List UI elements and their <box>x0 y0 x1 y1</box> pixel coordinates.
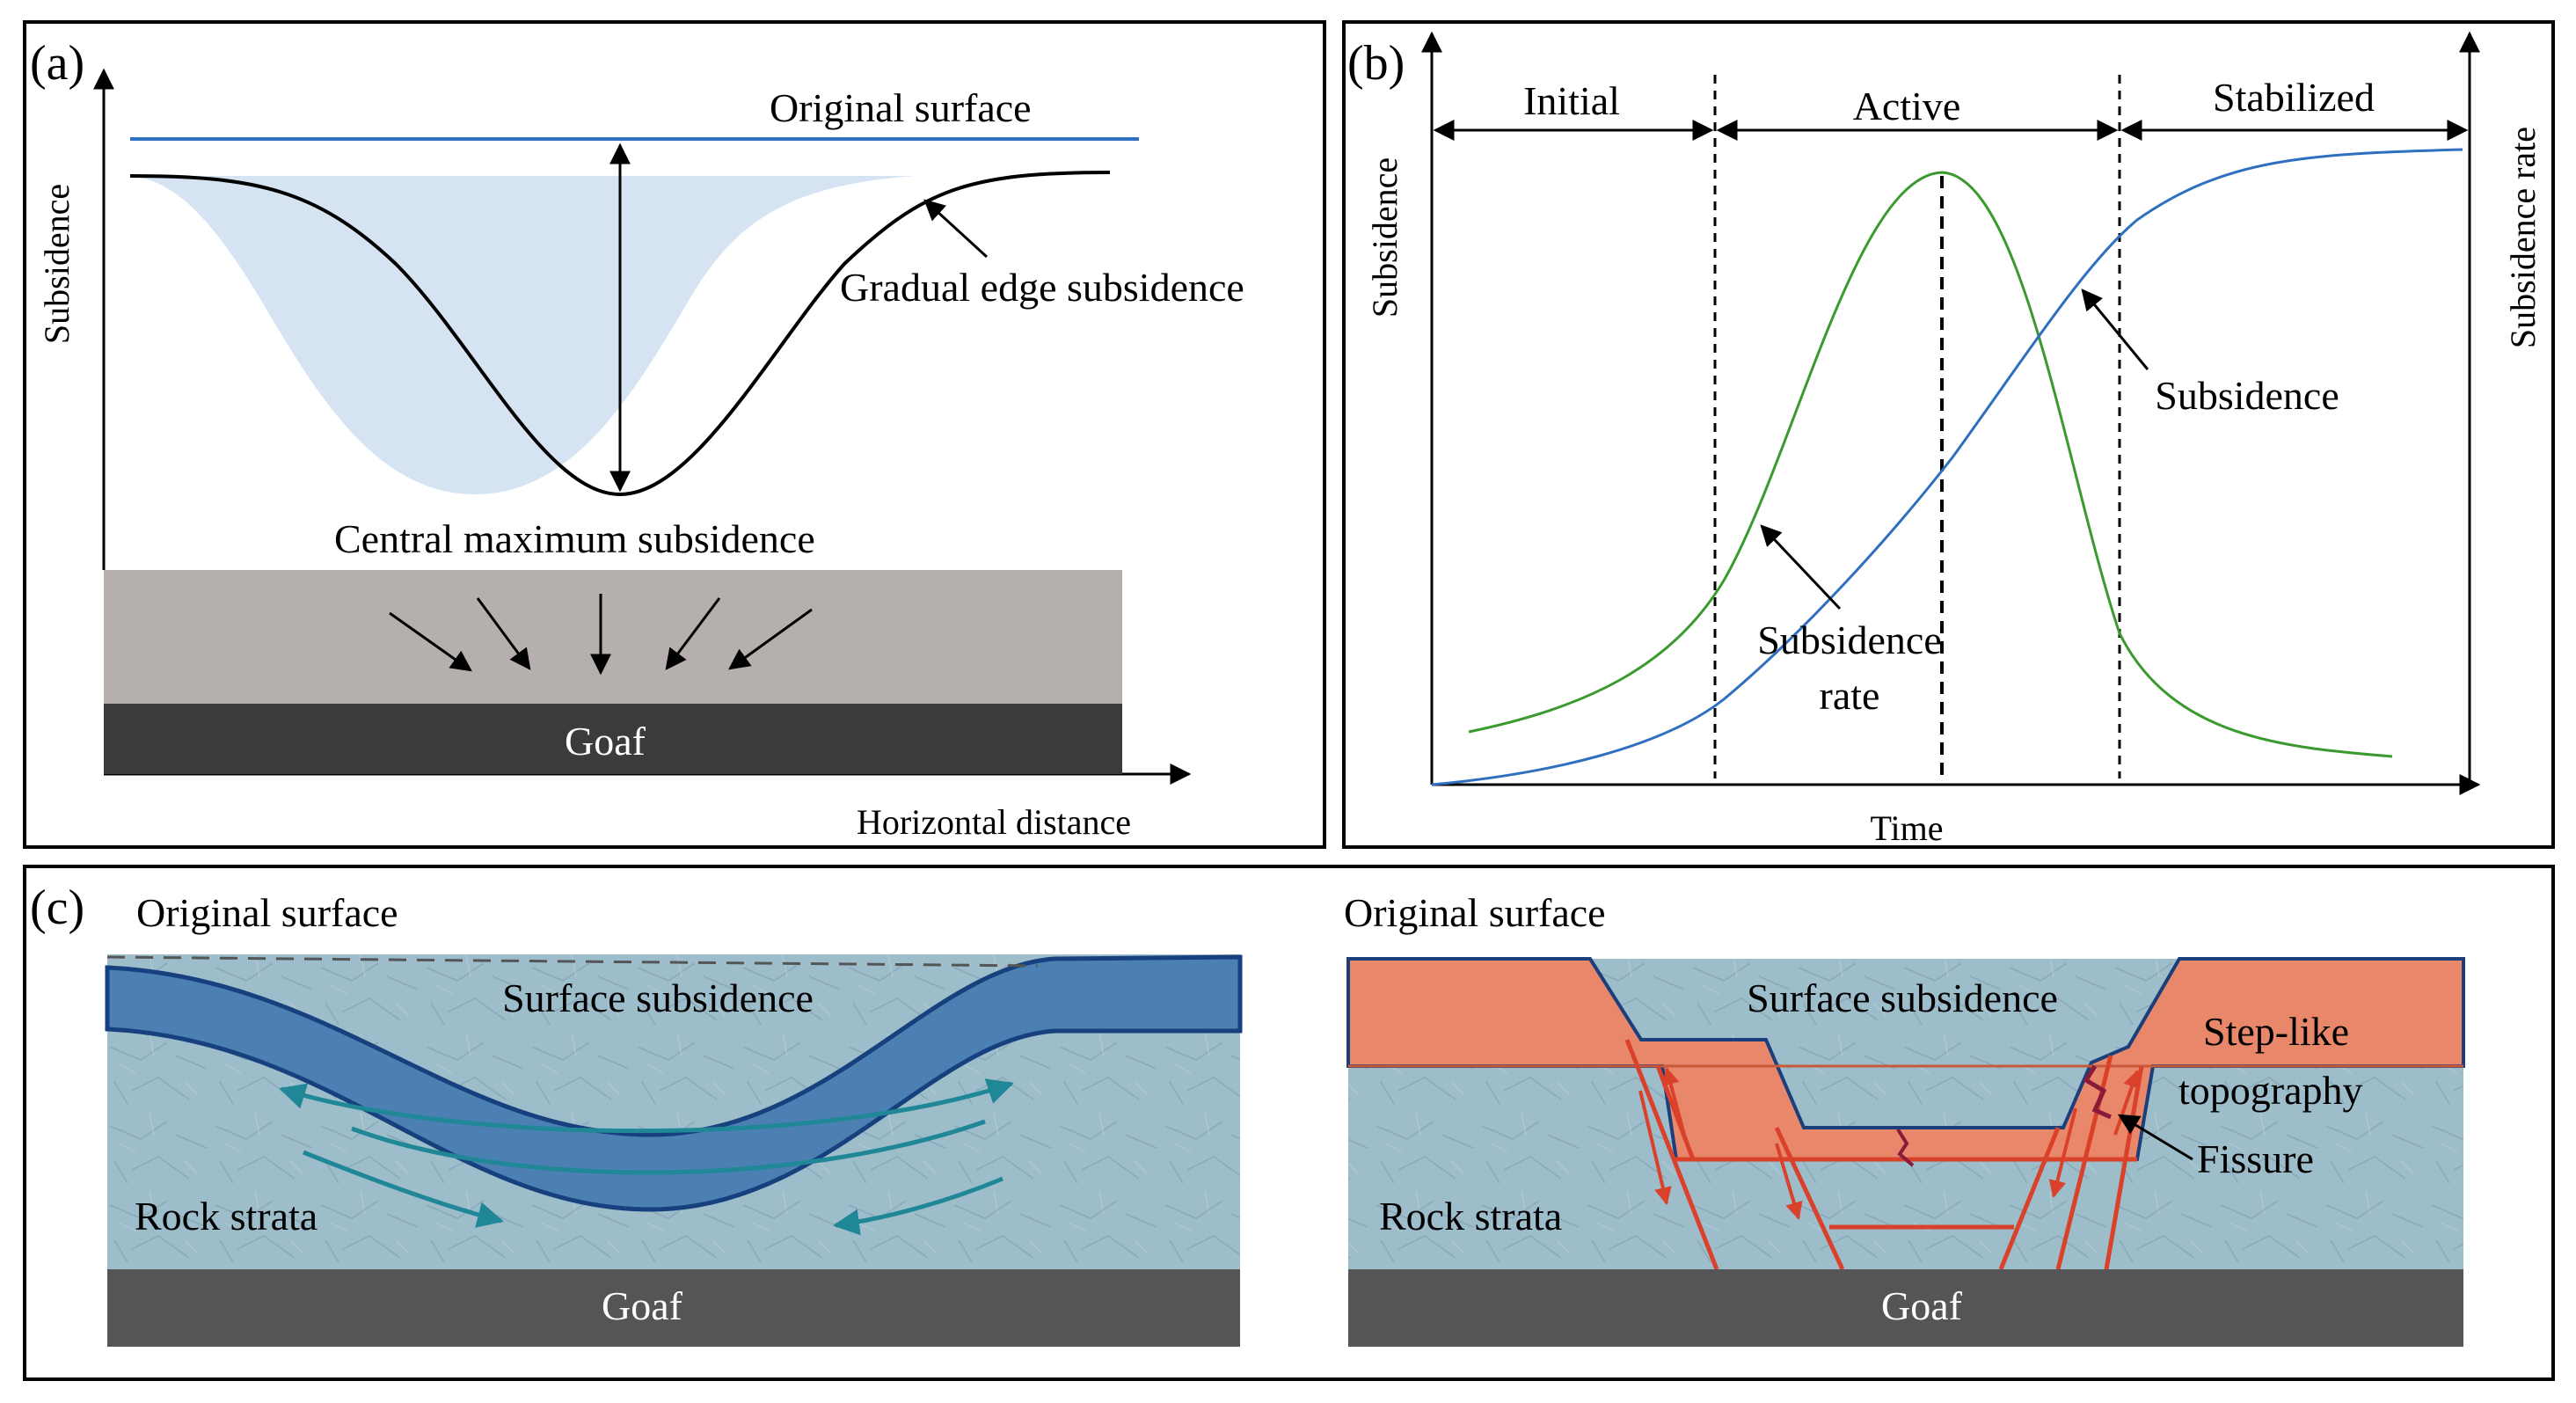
fissure-label: Fissure <box>2197 1136 2314 1181</box>
goaf-label-left: Goaf <box>602 1283 683 1328</box>
rate-label-line1: Subsidence <box>1757 617 1942 662</box>
surface-subsidence-label-right: Surface subsidence <box>1747 976 2058 1020</box>
step-subsidence-diagram: Original surface Surface subsidence Step… <box>1344 890 2465 1347</box>
fissure-crack-center <box>1896 1128 1915 1167</box>
subsidence-label-b: Subsidence <box>2155 373 2339 418</box>
goaf-label-right: Goaf <box>1881 1283 1963 1328</box>
rock-strata-label-left: Rock strata <box>135 1194 317 1239</box>
rate-pointer <box>1760 524 1842 610</box>
panel-a: (a) Subsidence Horizontal distance Origi… <box>23 20 1326 849</box>
fissure-pointer <box>2117 1114 2193 1161</box>
converging-arrows <box>389 594 813 676</box>
trough-fill <box>130 176 915 494</box>
panel-a-xlabel: Horizontal distance <box>857 802 1131 842</box>
goaf-block-right <box>1348 1269 2463 1347</box>
original-surface-label: Original surface <box>770 85 1032 130</box>
goaf-label-a: Goaf <box>565 719 646 764</box>
original-surface-label-right: Original surface <box>1344 890 1606 935</box>
panel-a-label: (a) <box>30 36 84 91</box>
displaced-layer-right <box>1346 957 2465 1161</box>
stage-stabilized-label: Stabilized <box>2213 75 2375 120</box>
panel-b: (b) Subsidence Subsidence rate Time Init… <box>1342 20 2555 849</box>
panel-a-ylabel: Subsidence <box>37 184 77 344</box>
original-surface-label-left: Original surface <box>136 890 398 935</box>
continuous-subsidence-diagram: Original surface Surface subsidence Rock… <box>105 890 1243 1347</box>
surface-subsidence-label-left: Surface subsidence <box>502 976 814 1020</box>
stage-active-label: Active <box>1853 84 1961 128</box>
overburden-rock <box>104 570 1122 704</box>
edge-pointer-arrow <box>923 199 989 259</box>
subsidence-rate-curve <box>1468 171 2393 758</box>
rate-label-line2: rate <box>1820 673 1880 718</box>
subsidence-pointer <box>2081 289 2149 370</box>
panel-b-ylabel-right: Subsidence rate <box>2503 127 2543 348</box>
subsidence-curve <box>129 171 1111 497</box>
panel-c: (c) Original surface Surface subsidence … <box>23 865 2555 1381</box>
panel-c-label: (c) <box>30 881 84 935</box>
original-surface-dashed-left <box>106 955 1039 968</box>
goaf-block <box>104 704 1122 774</box>
fissure-crack-edge <box>2083 1064 2113 1120</box>
goaf-block-left <box>107 1269 1240 1347</box>
rock-strata-label-right: Rock strata <box>1379 1194 1562 1239</box>
stage-initial-label: Initial <box>1523 78 1620 123</box>
step-like-label-line1: Step-like <box>2203 1009 2349 1054</box>
central-max-label: Central maximum subsidence <box>334 516 815 561</box>
step-like-label-line2: topography <box>2178 1068 2363 1113</box>
stress-arrows-left <box>279 1078 1014 1236</box>
subsidence-curve-b <box>1431 148 2463 786</box>
edge-subsidence-label: Gradual edge subsidence <box>840 265 1244 310</box>
panel-b-label: (b) <box>1347 36 1405 91</box>
panel-b-ylabel-left: Subsidence <box>1365 157 1405 318</box>
panel-b-frame <box>1342 20 2555 849</box>
panel-b-xlabel: Time <box>1870 808 1943 848</box>
